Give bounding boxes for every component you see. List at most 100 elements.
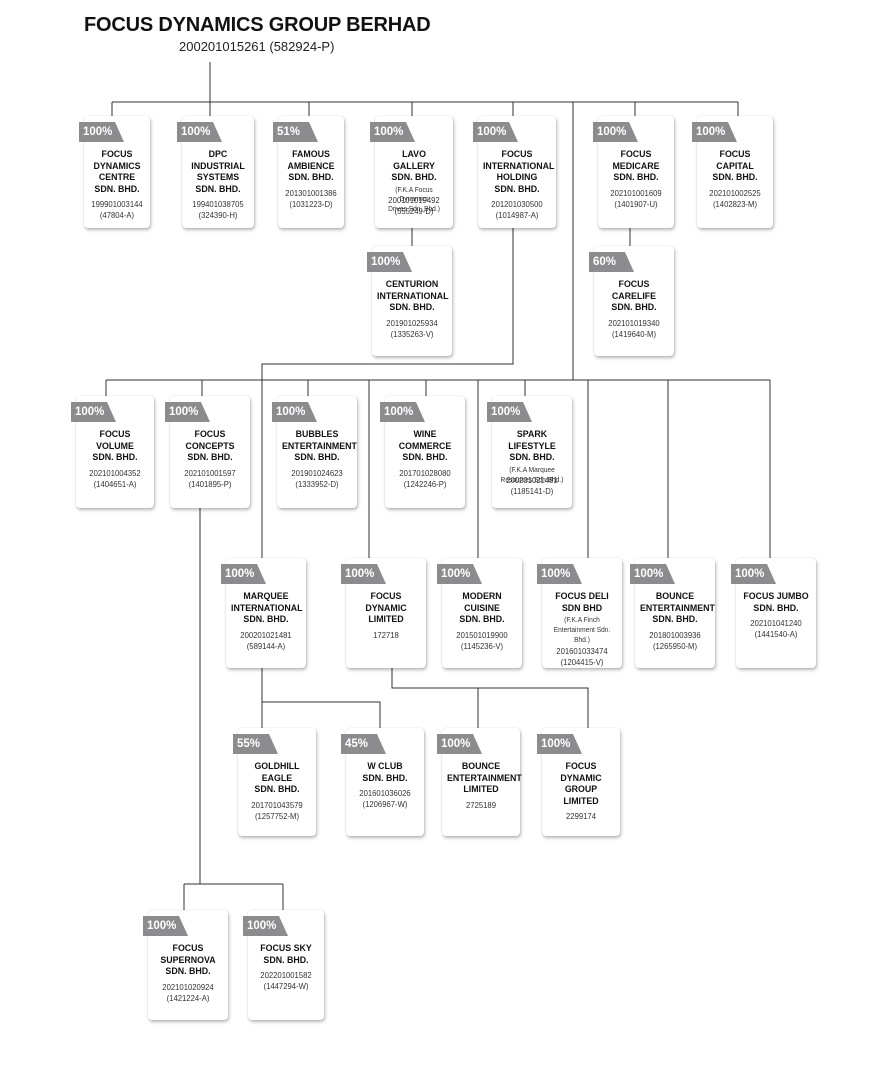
registration-line: (1145236-V) — [460, 641, 504, 651]
registration-line: 201201030500 — [491, 200, 543, 210]
company-name-line: SDN. BHD. — [712, 172, 758, 184]
registration-line: 201701028080 — [399, 468, 451, 478]
ownership-badge: 100% — [79, 122, 124, 142]
registration-line: 2725189 — [466, 800, 496, 810]
company-name-line: GOLDHILL — [254, 761, 300, 772]
former-name-line: Resources Sdn.Bhd.) — [500, 474, 564, 484]
company-name-line: SDN. BHD. — [263, 954, 309, 966]
company-name-line: SYSTEMS — [196, 172, 240, 184]
registration-number: 201701028080(1242246-P) — [389, 468, 460, 490]
registration-line: 202101002525 — [709, 188, 761, 198]
company-name-line: EAGLE — [261, 772, 293, 784]
company-name-line: DYNAMICS — [93, 160, 141, 172]
company-name-line: DYNAMIC — [560, 772, 602, 784]
company-name-line: DYNAMIC — [365, 602, 407, 614]
registration-line: 201801003936 — [649, 630, 701, 640]
registration-line: (1204415-V) — [560, 658, 604, 668]
company-name-line: FOCUS — [172, 943, 204, 954]
ownership-badge: 100% — [437, 564, 482, 584]
company-name-line: GROUP — [564, 784, 598, 796]
company-name-line: INTERNATIONAL — [482, 160, 555, 172]
registration-line: (589144-A) — [246, 641, 286, 651]
company-name-line: SDN. BHD. — [753, 602, 799, 614]
company-name-line: CARELIFE — [611, 290, 657, 302]
registration-line: 201901024623 — [291, 468, 343, 478]
former-name-line: Entertainment Sdn. — [553, 625, 611, 635]
registration-line: (1206967-W) — [362, 800, 408, 810]
ownership-badge: 100% — [537, 734, 582, 754]
registration-number: 2725189 — [446, 800, 516, 811]
registration-line: 202101020924 — [162, 982, 214, 992]
registration-line: (1401895-P) — [188, 479, 232, 489]
registration-line: 199401038705 — [192, 200, 244, 210]
registration-line: 201301001386 — [285, 188, 337, 198]
ownership-badge: 100% — [630, 564, 675, 584]
ownership-badge: 100% — [367, 252, 412, 272]
registration-line: 202101001609 — [610, 188, 662, 198]
registration-line: 2299174 — [566, 812, 596, 822]
company-name-line: SDN. BHD. — [389, 302, 435, 314]
company-name-line: ENTERTAINMENT — [640, 602, 715, 614]
page-title: FOCUS DYNAMICS GROUP BERHAD — [84, 14, 431, 36]
company-name-line: SDN. BHD. — [254, 784, 300, 796]
company-name-line: LIMITED — [463, 784, 499, 796]
registration-line: (1333952-D) — [295, 479, 339, 489]
registration-number: 202101020924(1421224-A) — [152, 982, 223, 1004]
company-name-line: SDN. BHD. — [195, 183, 241, 195]
registration-line: 202201001582 — [260, 971, 312, 981]
company-name-line: BOUNCE — [461, 761, 501, 772]
registration-number: 202101004352(1404651-A) — [80, 468, 150, 490]
former-name-line: (F.K.A Focus Dynamics — [395, 184, 433, 203]
company-name-line: SDN. BHD. — [509, 452, 555, 464]
registration-line: 172718 — [373, 630, 399, 640]
company-name-line: HOLDING — [496, 172, 538, 184]
registration-line: 201501019900 — [456, 630, 508, 640]
ownership-badge: 100% — [437, 734, 482, 754]
ownership-badge: 100% — [341, 564, 386, 584]
company-name-line: FOCUS — [618, 279, 650, 290]
company-name-line: FOCUS — [620, 149, 652, 160]
registration-number: 199401038705(324390-H) — [186, 199, 250, 221]
registration-number: 201901025934(1335263-V) — [376, 318, 447, 340]
registration-number: 201301001386(1031223-D) — [282, 188, 340, 210]
registration-number: 202101002525(1402823-M) — [701, 188, 769, 210]
registration-line: (1419640-M) — [611, 329, 657, 339]
registration-line: (1031223-D) — [289, 199, 333, 209]
registration-number: 172718 — [350, 630, 421, 641]
registration-number: 202101001597(1401895-P) — [174, 468, 245, 490]
registration-number: 201801003936(1265950-M) — [639, 630, 710, 652]
former-name-line: (F.K.A Marquee — [509, 464, 555, 474]
registration-line: (1447294-W) — [263, 982, 309, 992]
company-name-line: MARQUEE — [243, 591, 289, 602]
registration-line: 200101019492 — [388, 196, 440, 206]
registration-number: 202101019340(1419640-M) — [598, 318, 669, 340]
company-name-line: LIMITED — [563, 795, 599, 807]
company-name-line: INDUSTRIAL — [191, 160, 245, 172]
company-name-line: W CLUB — [367, 761, 403, 772]
company-registration: 200201015261 (582924-P) — [179, 39, 335, 54]
company-name-line: SDN. BHD. — [187, 452, 233, 464]
company-name-line: CUISINE — [464, 602, 500, 614]
company-name-line: SDN. BHD. — [652, 614, 698, 626]
registration-line: (1265950-M) — [652, 641, 698, 651]
